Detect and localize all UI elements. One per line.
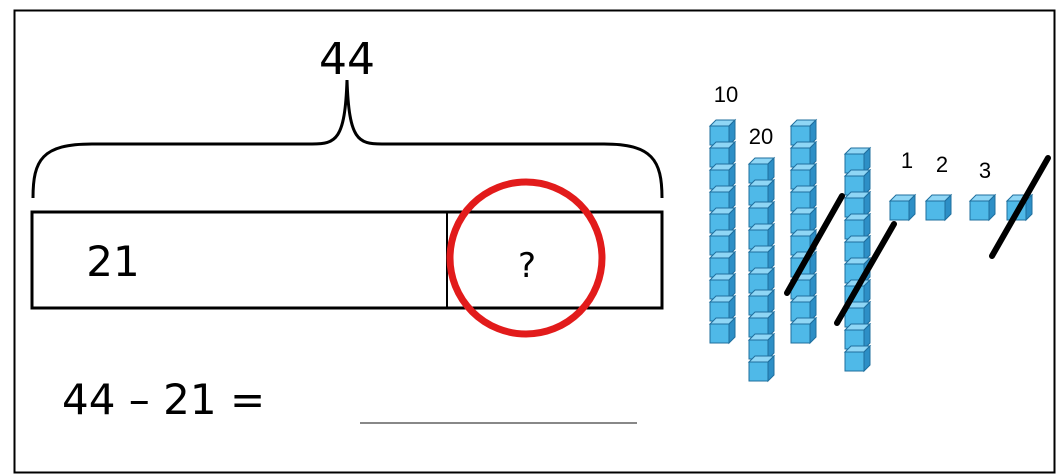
base-ten-blocks <box>708 118 1034 383</box>
one-cube <box>924 193 953 222</box>
one-count-label-1: 1 <box>901 148 913 173</box>
ten-count-label-1: 10 <box>714 82 738 107</box>
cross-out-stroke-ten-4 <box>834 221 897 326</box>
one-cube <box>968 193 997 222</box>
ten-count-label-2: 20 <box>749 124 773 149</box>
total-label: 44 <box>319 34 375 85</box>
ten-rod <box>789 118 818 345</box>
cross-out-stroke-ten-3 <box>784 193 845 296</box>
one-count-label-2: 2 <box>936 152 948 177</box>
known-part-value: 21 <box>86 237 139 286</box>
one-count-label-3: 3 <box>979 158 991 183</box>
bar-model <box>30 210 664 310</box>
cross-out-stroke-one-4 <box>989 155 1051 259</box>
unknown-part-value: ? <box>518 246 536 286</box>
ten-rod <box>843 146 872 373</box>
ten-rod <box>708 118 737 345</box>
one-cube <box>888 193 917 222</box>
unknown-highlight-circle <box>446 178 606 338</box>
equation-text: 44 – 21 = <box>62 375 265 424</box>
ten-rod <box>747 156 776 383</box>
total-brace <box>31 79 664 199</box>
